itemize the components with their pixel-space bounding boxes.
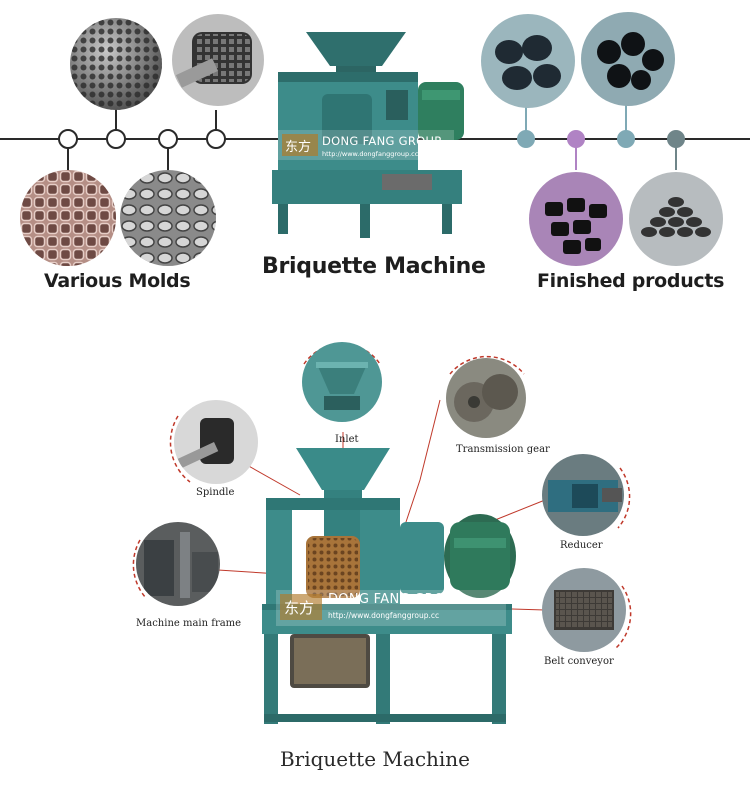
callout-label-machine-main-frame: Machine main frame [136,618,242,629]
timeline-node [158,129,178,149]
bottom-machine-image: 东方 DONG FANG GROUP http://www.dongfanggr… [262,444,522,724]
bottom-watermark-logo: 东方 [284,599,315,617]
transmission-gear-image [446,358,526,438]
reducer-image [542,454,624,536]
bottom-caption: Briquette Machine [279,747,471,771]
timeline-node [206,129,226,149]
timeline-node [517,130,535,148]
callout-spindle [164,390,268,494]
top-machine-image: 东方 DONG FANG GROUP http://www.dongfanggr… [272,30,472,242]
timeline-node [567,130,585,148]
timeline-node [667,130,685,148]
callout-belt-conveyor [536,562,636,662]
mold-image-1 [70,18,162,110]
callout-label-inlet: Inlet [335,434,359,445]
top-title: Briquette Machine [262,254,486,279]
belt-conveyor-image [542,568,626,652]
product-image-3 [529,172,623,266]
bottom-watermark-url: http://www.dongfanggroup.cc [328,611,440,620]
inlet-image [302,342,382,422]
top-watermark-logo: 东方 [285,140,312,155]
product-image-4 [629,172,723,266]
callout-label-reducer: Reducer [560,540,603,551]
product-image-2 [581,12,675,106]
timeline-node [106,129,126,149]
callout-machine-main-frame [126,512,230,616]
machine-main-frame-image [136,522,220,606]
various-molds-label: Various Molds [44,270,191,292]
spindle-image [174,400,258,484]
bottom-watermark-text: DONG FANG GROUP [328,592,463,607]
callout-label-belt-conveyor: Belt conveyor [544,656,614,667]
timeline-graph [0,100,750,172]
mold-image-3 [20,170,116,266]
top-watermark-text: DONG FANG GROUP [322,134,442,148]
callout-inlet [294,334,390,430]
timeline-node [58,129,78,149]
callout-label-spindle: Spindle [196,487,235,498]
callout-reducer [534,446,634,546]
timeline-node [617,130,635,148]
finished-products-label: Finished products [537,270,725,292]
mold-image-4 [120,170,216,266]
callout-transmission-gear [436,350,536,450]
mold-image-2 [172,14,264,106]
callout-label-transmission-gear: Transmission gear [456,444,550,455]
product-image-1 [481,14,575,108]
top-watermark-url: http://www.dongfanggroup.cc [322,150,419,158]
